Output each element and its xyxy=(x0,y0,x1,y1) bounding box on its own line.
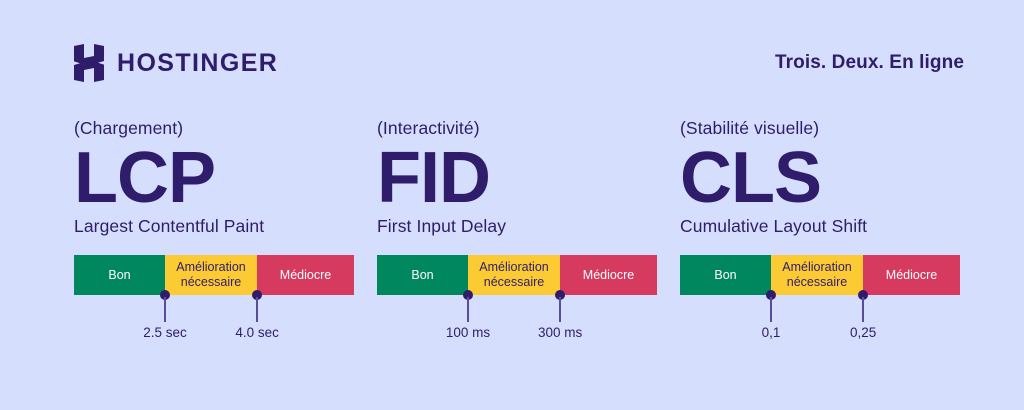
metric-acronym: LCP xyxy=(74,137,216,218)
bar-segment-poor: Médiocre xyxy=(560,255,657,295)
threshold-dot-icon xyxy=(555,290,566,300)
hostinger-h-mark-icon xyxy=(74,44,104,82)
brand-name: HOSTINGER xyxy=(117,48,279,77)
bar-segment-good: Bon xyxy=(680,255,771,295)
metric-context: (Chargement) xyxy=(74,118,184,138)
bar-segment-label-line1: Amélioration xyxy=(479,260,549,275)
bar-segment-label-line2: nécessaire xyxy=(180,275,242,289)
metric-card-fid: (Interactivité) FID First Input Delay Bo… xyxy=(377,118,657,340)
bar-segment-needs-improvement: Amélioration nécessaire xyxy=(771,255,863,295)
bar-segment-label-line2: nécessaire xyxy=(483,275,545,289)
bar-segment-good: Bon xyxy=(74,255,165,295)
metric-card-cls: (Stabilité visuelle) CLS Cumulative Layo… xyxy=(680,118,960,340)
threshold-bar: Bon Amélioration nécessaire Médiocre 0,1 xyxy=(680,255,960,340)
threshold-dot-icon xyxy=(858,290,869,300)
threshold-stem xyxy=(467,297,469,322)
threshold-label: 300 ms xyxy=(537,325,583,340)
threshold-label: 0,1 xyxy=(761,325,781,340)
threshold-bar: Bon Amélioration nécessaire Médiocre 100… xyxy=(377,255,657,340)
threshold-dot-icon xyxy=(463,290,473,300)
metric-fullname: Cumulative Layout Shift xyxy=(680,215,868,236)
threshold-stem xyxy=(559,297,562,322)
metric-acronym: CLS xyxy=(680,137,822,218)
metric-context: (Interactivité) xyxy=(377,118,480,138)
bar-segment-label-line1: Amélioration xyxy=(176,260,246,275)
metric-card-lcp: (Chargement) LCP Largest Contentful Pain… xyxy=(74,118,354,340)
threshold-label: 100 ms xyxy=(445,325,491,340)
bar-segment-poor: Médiocre xyxy=(257,255,354,295)
tagline: Trois. Deux. En ligne xyxy=(775,52,964,73)
bar-segment-poor: Médiocre xyxy=(863,255,960,295)
threshold-stem xyxy=(256,297,259,322)
threshold-stem xyxy=(164,297,166,322)
threshold-label: 0,25 xyxy=(849,325,877,340)
threshold-dot-icon xyxy=(160,290,170,300)
threshold-label: 2.5 sec xyxy=(143,325,187,340)
threshold-label: 4.0 sec xyxy=(235,325,279,340)
metric-context: (Stabilité visuelle) xyxy=(680,118,820,138)
metrics-row: (Chargement) LCP Largest Contentful Pain… xyxy=(74,118,960,340)
metric-fullname: First Input Delay xyxy=(377,215,507,236)
threshold-bar: Bon Amélioration nécessaire Médiocre 2.5… xyxy=(74,255,354,340)
threshold-dot-icon xyxy=(766,290,776,300)
bar-segment-label-line1: Amélioration xyxy=(782,260,852,275)
metric-acronym: FID xyxy=(377,137,491,218)
threshold-stem xyxy=(770,297,772,322)
bar-segment-good: Bon xyxy=(377,255,468,295)
bar-segment-needs-improvement: Amélioration nécessaire xyxy=(468,255,560,295)
metric-fullname: Largest Contentful Paint xyxy=(74,215,265,236)
header: HOSTINGER Trois. Deux. En ligne xyxy=(74,40,964,86)
threshold-stem xyxy=(862,297,865,322)
bar-segment-needs-improvement: Amélioration nécessaire xyxy=(165,255,257,295)
threshold-dot-icon xyxy=(252,290,263,300)
bar-segment-label-line2: nécessaire xyxy=(786,275,848,289)
brand-logo: HOSTINGER xyxy=(74,44,278,82)
